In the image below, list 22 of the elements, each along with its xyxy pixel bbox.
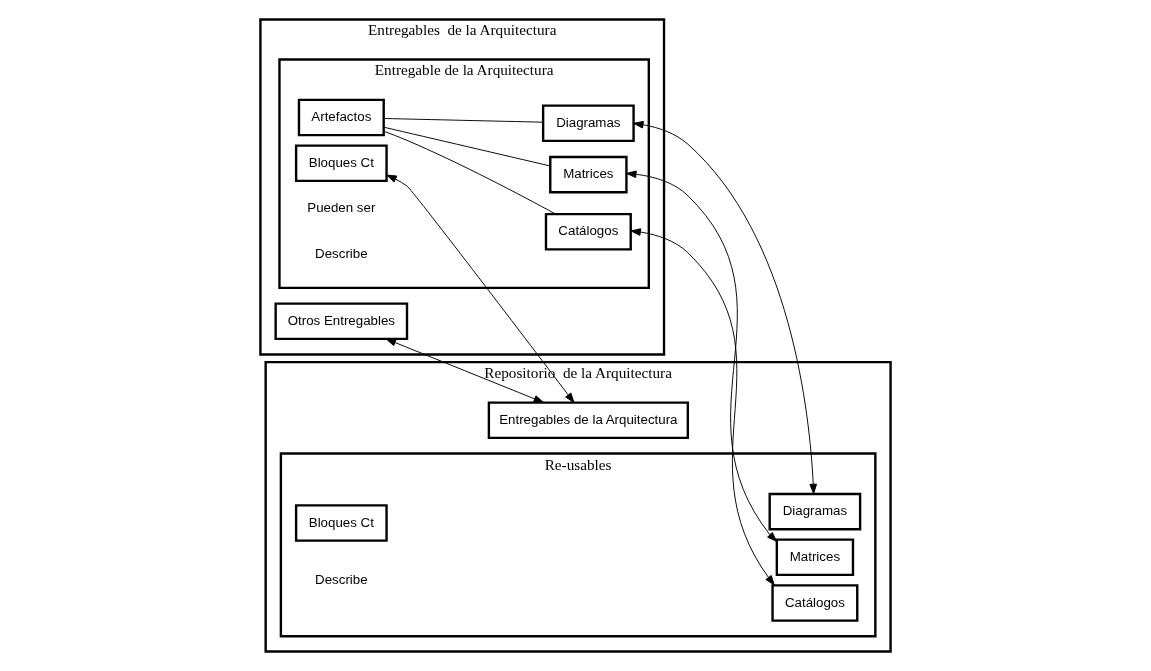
connector	[383, 118, 544, 123]
arrow	[385, 338, 544, 403]
node-box: Entregables de la Arquitectura	[487, 401, 689, 439]
node-box: Bloques Ct	[294, 144, 388, 182]
label: Describe	[315, 571, 368, 587]
node-box: Catálogos	[544, 212, 632, 251]
node-box: Diagramas	[768, 492, 862, 531]
arrow	[626, 170, 778, 542]
arrow	[633, 120, 818, 495]
arrow	[386, 174, 575, 404]
node-box: Matrices	[549, 155, 628, 194]
node-box: Diagramas	[541, 104, 635, 143]
label: Describe	[315, 246, 368, 262]
arrow	[630, 228, 775, 586]
label: Pueden ser	[307, 200, 376, 216]
node-box: Catálogos	[771, 584, 859, 622]
node-box: Artefactos	[297, 98, 385, 137]
connector	[383, 126, 551, 167]
node-box: Matrices	[775, 538, 855, 577]
connector	[383, 130, 557, 215]
node-box: Otros Entregables	[274, 302, 409, 340]
node-box: Bloques Ct	[294, 504, 388, 542]
